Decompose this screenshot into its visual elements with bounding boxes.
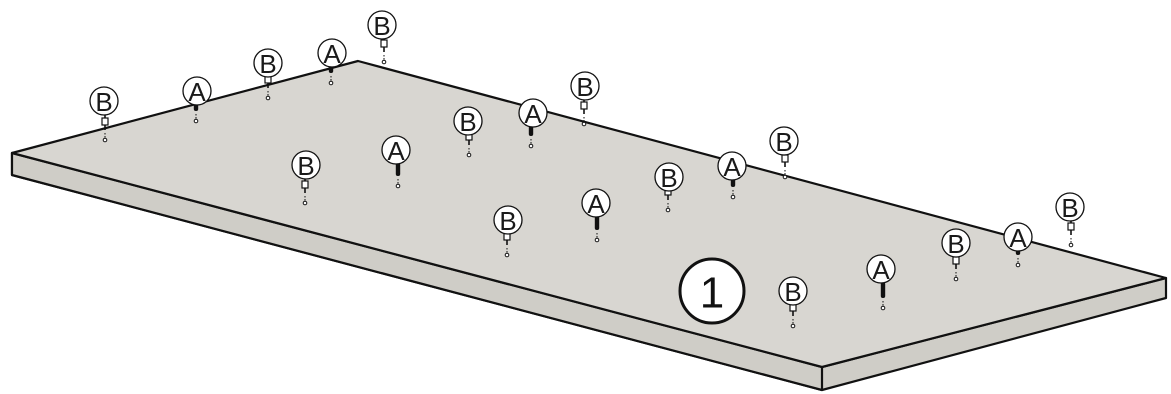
hole-mark bbox=[1015, 262, 1021, 268]
callout-circle bbox=[253, 48, 283, 78]
cam-post-collar bbox=[101, 117, 109, 126]
callout-circle bbox=[381, 135, 411, 165]
cam-post-b: B bbox=[453, 106, 483, 158]
label-a: A bbox=[323, 39, 341, 69]
label-b: B bbox=[947, 229, 964, 259]
cam-post-b: B bbox=[253, 48, 283, 101]
callout-circle bbox=[317, 38, 347, 68]
callout-circle bbox=[581, 188, 611, 218]
label-a: A bbox=[1009, 223, 1027, 253]
cam-post-b: B bbox=[1055, 192, 1085, 248]
callout-circle bbox=[941, 228, 971, 258]
hole-mark bbox=[730, 194, 736, 200]
callout-circle bbox=[866, 254, 896, 284]
callout-circle bbox=[367, 10, 397, 40]
cam-post-b: B bbox=[769, 126, 799, 180]
callout-circle bbox=[182, 76, 212, 106]
part-number-circle bbox=[678, 257, 746, 325]
hole-mark bbox=[665, 207, 671, 213]
label-b: B bbox=[297, 151, 314, 181]
hole-mark bbox=[265, 95, 271, 101]
cam-post-b: B bbox=[493, 205, 523, 258]
label-b: B bbox=[499, 206, 516, 236]
label-a: A bbox=[872, 255, 890, 285]
hole-mark bbox=[395, 183, 401, 189]
label-b: B bbox=[660, 163, 677, 193]
hole-mark bbox=[381, 59, 387, 65]
hole-mark bbox=[1068, 242, 1074, 248]
label-a: A bbox=[723, 152, 741, 182]
dowel-a: A bbox=[182, 76, 212, 124]
hole-mark bbox=[193, 118, 199, 124]
dowel-a: A bbox=[717, 151, 747, 200]
callout-circle bbox=[717, 151, 747, 181]
cam-post-collar bbox=[380, 39, 388, 48]
dowel-a: A bbox=[866, 254, 896, 311]
dowel-icon bbox=[594, 214, 600, 230]
label-b: B bbox=[95, 87, 112, 117]
callout-circle bbox=[1003, 222, 1033, 252]
callout-circle bbox=[518, 98, 548, 128]
cam-post-collar bbox=[1067, 222, 1075, 231]
fastener-layer: B A B A B B A B A B B A B A B B A B A B bbox=[89, 10, 1085, 329]
hole-mark bbox=[790, 323, 796, 329]
hole-mark bbox=[581, 121, 587, 127]
label-b: B bbox=[775, 127, 792, 157]
dowel-icon bbox=[880, 282, 886, 298]
label-b: B bbox=[459, 107, 476, 137]
hole-mark bbox=[466, 152, 472, 158]
callout-circle bbox=[1055, 192, 1085, 222]
label-b: B bbox=[373, 11, 390, 41]
dowel-a: A bbox=[1003, 222, 1033, 268]
part-number-label: 1 bbox=[700, 269, 724, 318]
dowel-a: A bbox=[381, 135, 411, 189]
hole-mark bbox=[594, 237, 600, 243]
label-b: B bbox=[576, 72, 593, 102]
dowel-a: A bbox=[518, 98, 548, 149]
cam-post-b: B bbox=[778, 276, 808, 329]
hole-mark bbox=[102, 137, 108, 143]
callout-circle bbox=[291, 150, 321, 180]
cam-post-b: B bbox=[367, 10, 397, 65]
callout-circle bbox=[453, 106, 483, 136]
hole-mark bbox=[782, 174, 788, 180]
callout-circle bbox=[778, 276, 808, 306]
cam-post-b: B bbox=[291, 150, 321, 206]
part-number-callout: 1 bbox=[678, 257, 746, 325]
hole-mark bbox=[302, 200, 308, 206]
panel-board bbox=[10, 59, 1168, 392]
hole-mark bbox=[504, 252, 510, 258]
label-b: B bbox=[259, 49, 276, 79]
label-b: B bbox=[1061, 193, 1078, 223]
cam-post-b: B bbox=[941, 228, 971, 282]
label-a: A bbox=[188, 77, 206, 107]
hole-mark bbox=[953, 276, 959, 282]
callout-circle bbox=[769, 126, 799, 156]
callout-circle bbox=[89, 86, 119, 116]
dowel-a: A bbox=[317, 38, 347, 86]
callout-circle bbox=[654, 162, 684, 192]
label-a: A bbox=[524, 99, 542, 129]
cam-post-b: B bbox=[570, 71, 600, 127]
cam-post-b: B bbox=[89, 86, 119, 143]
hole-mark bbox=[528, 143, 534, 149]
hole-mark bbox=[880, 305, 886, 311]
cam-post-b: B bbox=[654, 162, 684, 213]
callout-circle bbox=[570, 71, 600, 101]
callout-circle bbox=[493, 205, 523, 235]
cam-post-collar bbox=[580, 101, 588, 110]
cam-post-collar bbox=[301, 180, 309, 189]
hole-mark bbox=[328, 80, 334, 86]
dowel-a: A bbox=[581, 188, 611, 243]
label-a: A bbox=[587, 189, 605, 219]
label-a: A bbox=[387, 136, 405, 166]
label-b: B bbox=[784, 277, 801, 307]
